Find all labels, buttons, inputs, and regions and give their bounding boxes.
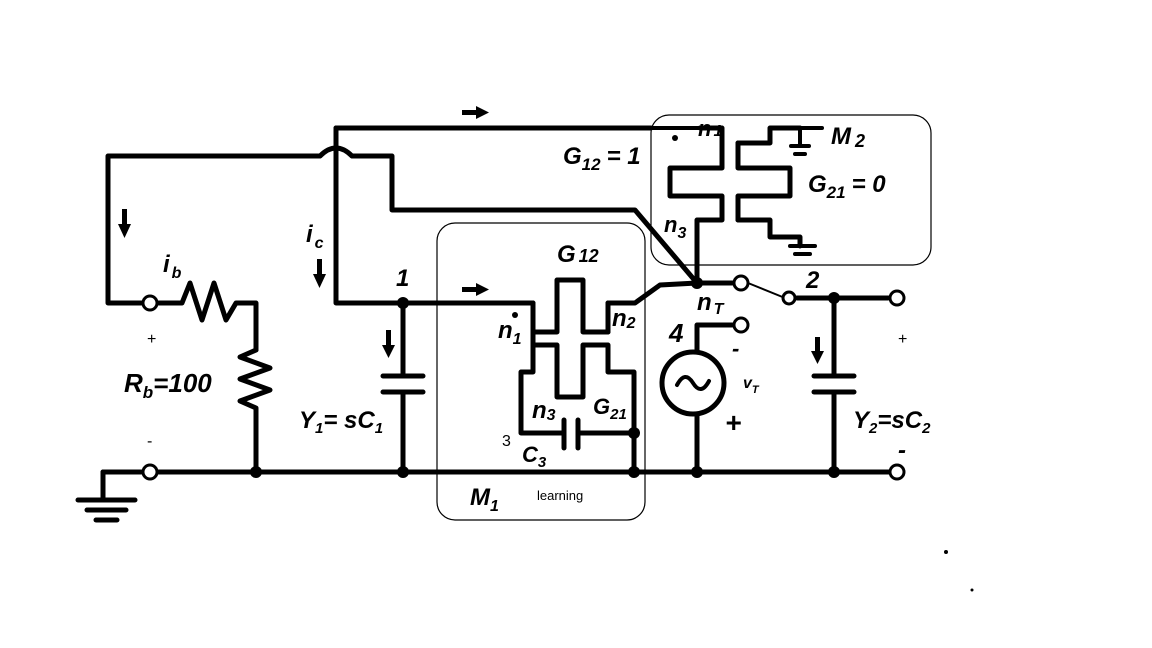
node-3-label: 3 <box>502 433 511 450</box>
vt-label: v <box>743 375 753 392</box>
n3-m1-sub: 3 <box>547 407 556 424</box>
c3-label: C <box>522 442 539 467</box>
svg-text:Rb=100: Rb=100 <box>124 368 212 402</box>
ic-sub: c <box>315 235 324 252</box>
n1-m2-label: n <box>698 116 711 141</box>
n2-m1-sub: 2 <box>626 315 636 332</box>
capacitor-y2 <box>811 295 857 475</box>
g12-eq-label: G <box>563 143 582 170</box>
resistor-rb <box>155 280 273 475</box>
g12-eq-sub: 12 <box>582 155 601 174</box>
nt-label: n <box>697 289 712 316</box>
n3-m1-label: n <box>532 397 547 424</box>
y1-eq: = sC <box>323 407 375 434</box>
m2-label: M <box>831 123 852 150</box>
y2-label: Y <box>853 407 871 434</box>
svg-text:n2: n2 <box>612 305 636 332</box>
y1-label: Y <box>299 407 317 434</box>
node-2-label: 2 <box>805 267 820 294</box>
g12-eq-val: = 1 <box>607 143 641 170</box>
source-minus: - <box>732 336 739 361</box>
rb-value: =100 <box>153 368 212 398</box>
ic-label: i <box>306 221 314 248</box>
node-1-label: 1 <box>396 265 409 292</box>
m1-learning-box <box>436 222 646 521</box>
arrow-down-icon <box>382 330 395 358</box>
y2-sub2: 2 <box>921 420 931 437</box>
ib-sub: b <box>172 265 182 282</box>
arrow-right-icon <box>462 106 489 119</box>
c3-sub: 3 <box>538 454 547 471</box>
svg-text:M1: M1 <box>470 484 499 515</box>
y1-sub: 1 <box>315 420 323 437</box>
svg-text:M2: M2 <box>831 123 865 151</box>
voltage-source-vt <box>659 322 736 475</box>
arrow-down-icon <box>313 259 326 288</box>
svg-text:C3: C3 <box>522 442 547 471</box>
g12-m1-sub: 12 <box>579 246 599 266</box>
svg-text:n3: n3 <box>664 212 686 242</box>
junctions <box>250 135 974 592</box>
arrow-right-icon <box>462 283 489 296</box>
ib-label: i <box>163 251 171 278</box>
minus-left: - <box>147 433 152 450</box>
rb-sub: b <box>143 383 153 402</box>
svg-text:Y1= sC1: Y1= sC1 <box>299 407 383 437</box>
m1-element <box>518 277 700 475</box>
g21-eq-sub: 21 <box>826 183 846 202</box>
arrow-down-icon <box>811 337 824 364</box>
svg-text:n1: n1 <box>698 116 722 141</box>
n3-m2-label: n <box>664 212 677 237</box>
g12-m1-label: G <box>557 241 576 268</box>
vt-sub: T <box>752 384 760 396</box>
capacitor-y1 <box>380 300 426 475</box>
n1-m2-sub: 1 <box>713 123 722 140</box>
svg-text:ib: ib <box>163 251 182 282</box>
m1-sub: 1 <box>490 498 499 515</box>
n1-m1-label: n <box>498 317 513 344</box>
g21-m1-label: G <box>593 394 610 419</box>
terminals <box>141 274 906 481</box>
svg-text:G12= 1: G12 = 1 <box>563 143 641 174</box>
svg-text:G12: G12 <box>557 241 599 268</box>
svg-text:vT: vT <box>743 375 760 396</box>
m2-element <box>667 125 824 286</box>
svg-text:Y2=sC2: Y2=sC2 <box>853 407 931 437</box>
plus-right: + <box>898 331 907 348</box>
node-4-label: 4 <box>668 318 684 348</box>
svg-text:G21: G21 <box>593 394 627 423</box>
m1-label: M <box>470 484 491 511</box>
node1-wire <box>333 125 702 306</box>
plus-left: + <box>147 331 156 348</box>
y1-sub2: 1 <box>375 420 383 437</box>
g21-eq-val: = 0 <box>852 171 887 198</box>
n2-m1-label: n <box>612 305 627 332</box>
source-plus: + <box>725 407 741 438</box>
y2-sub: 2 <box>868 420 878 437</box>
g21-eq-label: G <box>808 171 827 198</box>
svg-text:n1: n1 <box>498 317 522 348</box>
minus-right: - <box>898 437 906 464</box>
y2-eq: =sC <box>877 407 922 434</box>
n3-m2-sub: 3 <box>677 225 686 242</box>
n1-m1-sub: 1 <box>513 331 522 348</box>
arrow-down-icon <box>118 209 131 238</box>
learning-label: learning <box>537 488 583 503</box>
g21-m1-sub: 21 <box>609 406 627 423</box>
svg-text:nT: nT <box>697 289 725 318</box>
rb-label: R <box>124 368 143 398</box>
m2-sub: 2 <box>854 131 865 151</box>
svg-text:n3: n3 <box>532 397 556 424</box>
ground-icon <box>75 469 153 523</box>
svg-text:G21= 0: G21 = 0 <box>808 171 886 202</box>
nt-sub: T <box>714 301 725 318</box>
m2-box <box>650 114 932 266</box>
svg-text:ic: ic <box>306 221 324 252</box>
